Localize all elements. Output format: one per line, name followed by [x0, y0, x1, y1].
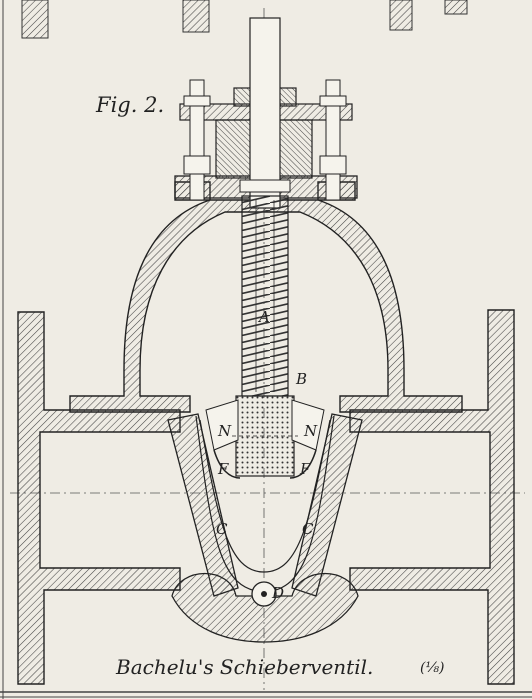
part-label-spring-left: F	[217, 460, 229, 478]
part-label-spring-right: F	[299, 460, 311, 478]
part-label-gate-right: C	[302, 520, 314, 538]
top-fragments	[21, 0, 468, 39]
part-label-pivot: D	[271, 584, 284, 602]
part-label-nut: B	[295, 370, 307, 388]
part-label-wedge-left: N	[217, 422, 232, 440]
spindle	[239, 17, 291, 397]
scale-note: (⅛)	[420, 660, 445, 676]
gate	[167, 399, 363, 643]
part-label-wedge-right: N	[303, 422, 318, 440]
nut	[235, 395, 295, 477]
part-label-spindle: A	[257, 308, 270, 326]
part-label-gate-left: C	[216, 520, 228, 538]
figure-label: Fig. 2.	[95, 93, 164, 117]
caption: Bachelu's Schieberventil.	[115, 655, 373, 679]
